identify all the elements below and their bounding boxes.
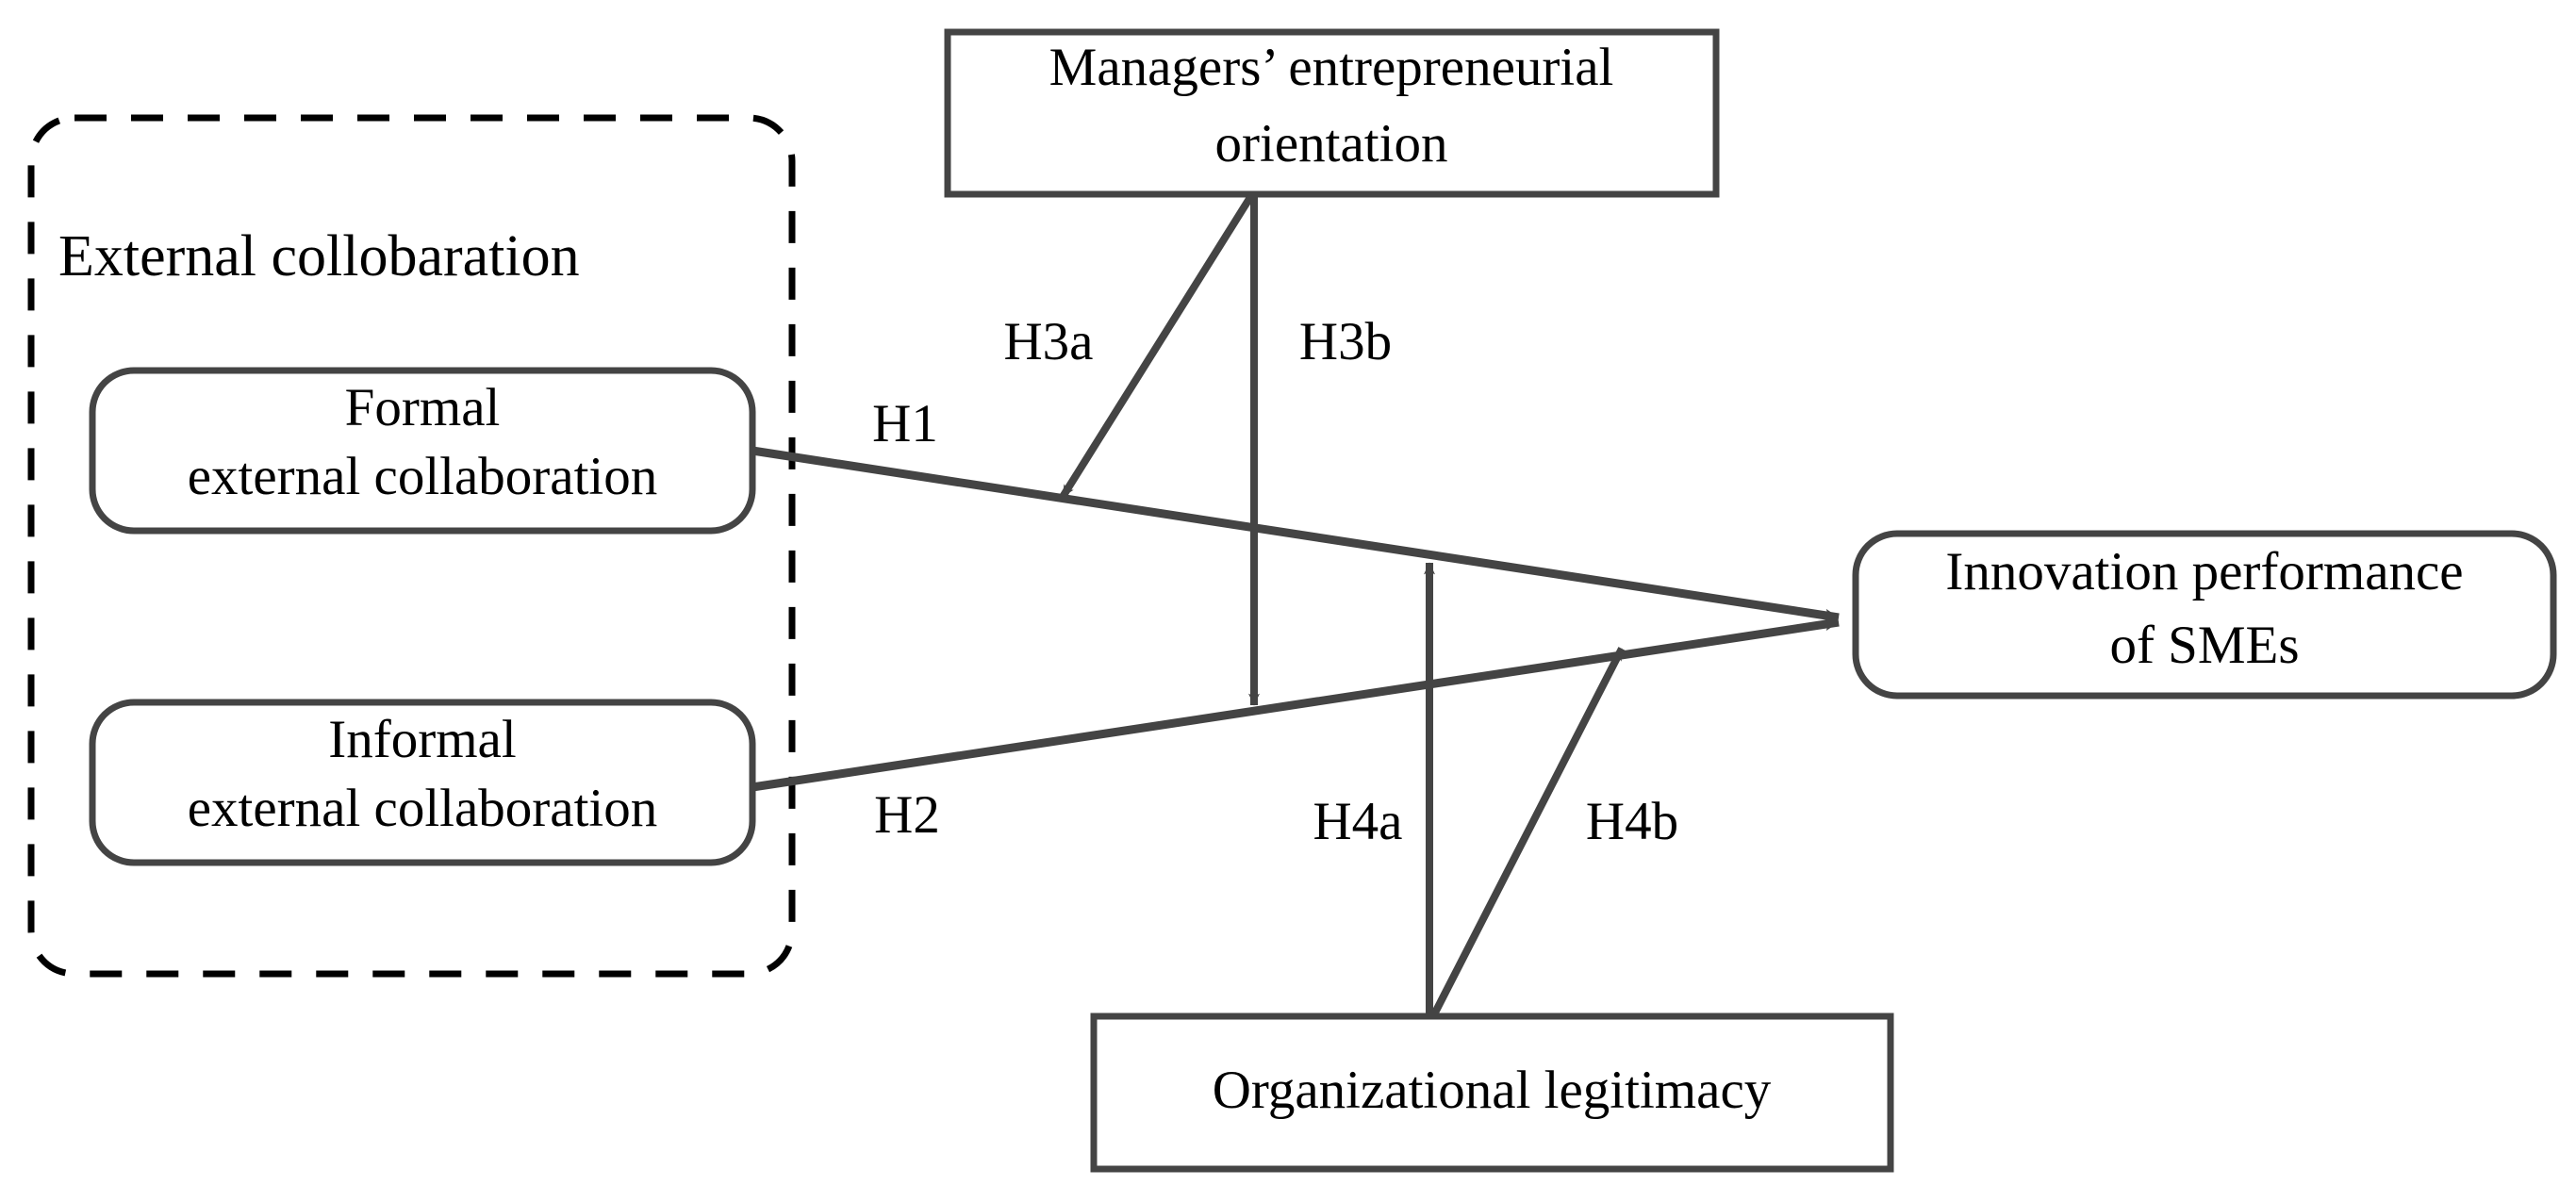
managers-entrepreneurial-orientation-label-line2: orientation [1215,114,1448,173]
h3b-label: H3b [1299,312,1392,371]
h3a-label: H3a [1004,312,1094,371]
formal-external-collaboration-label-line1: Formal [345,378,501,437]
h2-arrow [751,617,1840,792]
innovation-performance-label-line1: Innovation performance [1945,542,2463,601]
organizational-legitimacy-label: Organizational legitimacy [1213,1061,1772,1120]
managers-entrepreneurial-orientation-box [944,28,1720,198]
informal-external-collaboration-box [89,699,756,866]
informal-external-collaboration-label-line2: external collaboration [188,779,658,838]
h2-label: H2 [874,785,940,845]
external-collaboration-group-label: External collobaration [58,224,580,288]
managers-entrepreneurial-orientation-label-line1: Managers’ entrepreneurial [1049,38,1614,97]
h1-label: H1 [872,394,938,453]
innovation-performance-box [1852,530,2557,700]
h4b-label: H4b [1586,792,1678,851]
h4b-arrow [1429,647,1626,1018]
h4a-label: H4a [1313,792,1403,851]
h1-arrow [751,446,1840,622]
h3a-arrow [1059,191,1256,500]
organizational-legitimacy-box [1090,1013,1894,1173]
informal-external-collaboration-label-line1: Informal [328,710,516,769]
formal-external-collaboration-label-line2: external collaboration [188,447,658,506]
innovation-performance-label-line2: of SMEs [2109,616,2299,675]
